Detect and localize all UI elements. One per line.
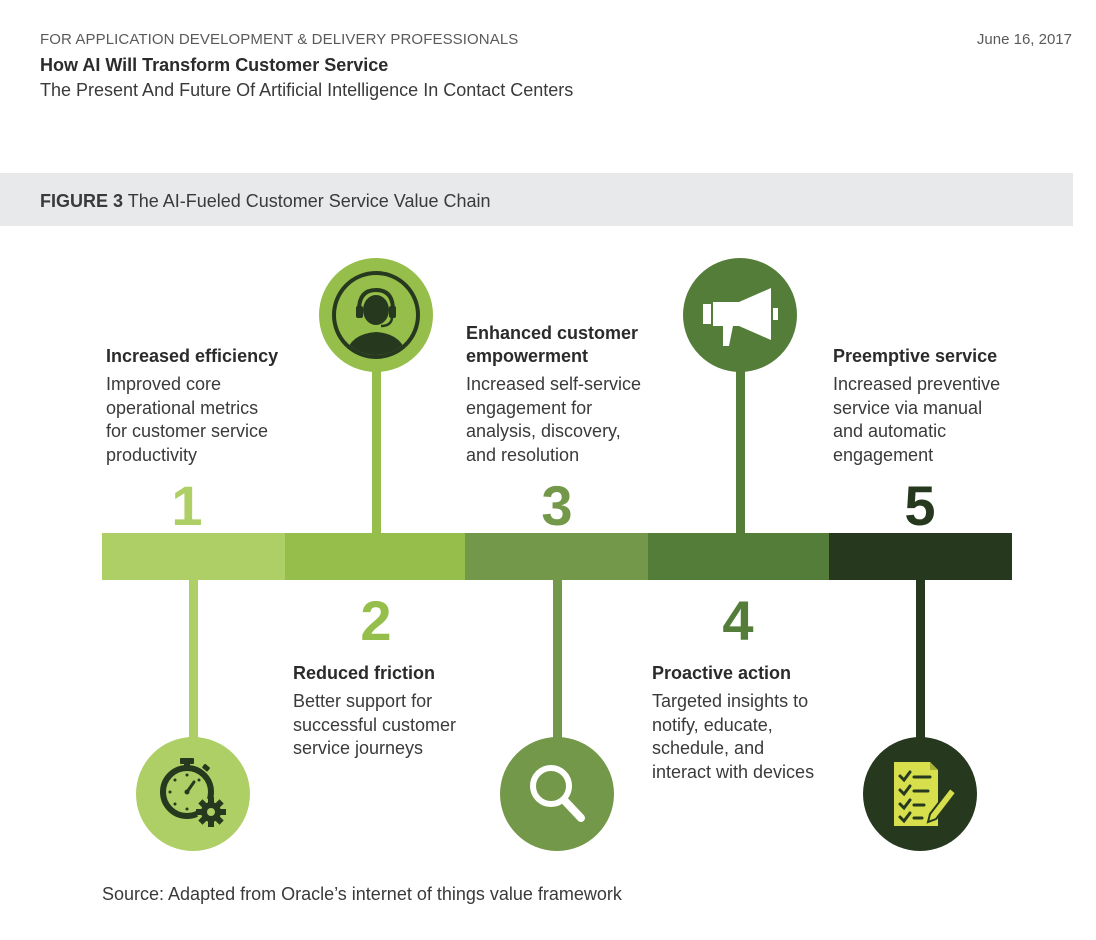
desc-line: engagement for — [466, 397, 593, 418]
desc-line: schedule, and — [652, 738, 765, 758]
stopwatch-gear-icon — [160, 758, 226, 827]
stage-5-text: Preemptive service Increased preventive … — [833, 345, 1033, 467]
stage-2-text: Reduced friction Better support for succ… — [293, 662, 493, 761]
desc-line: Improved core — [106, 374, 222, 394]
stem-3 — [553, 578, 562, 748]
timeline-segment-2 — [285, 533, 465, 580]
stage-4-circle — [683, 258, 797, 372]
stage-3-circle — [500, 737, 614, 851]
stem-1 — [189, 578, 198, 748]
desc-line: Better support for — [293, 691, 433, 711]
report-date: June 16, 2017 — [976, 31, 1072, 48]
stage-3-title: Enhanced customer empowerment — [466, 322, 666, 368]
desc-line: Increased preventive — [833, 374, 1001, 394]
stage-2-circle — [319, 258, 433, 372]
report-subtitle: The Present And Future Of Artificial Int… — [40, 80, 574, 100]
headset-agent-icon — [332, 271, 420, 359]
stage-5-circle — [863, 737, 977, 851]
desc-line: service journeys — [293, 738, 424, 758]
report-title: How AI Will Transform Customer Service — [40, 55, 389, 75]
stage-5-title: Preemptive service — [833, 346, 998, 366]
stage-3-number: 3 — [541, 474, 573, 537]
megaphone-icon — [703, 288, 778, 346]
stage-4-description: Targeted insights to notify, educate, sc… — [652, 690, 852, 784]
stem-2 — [372, 360, 381, 535]
figure-caption: FIGURE 3 The AI-Fueled Customer Service … — [40, 191, 491, 212]
stage-1-circle — [136, 737, 250, 851]
desc-line: operational metrics — [106, 397, 259, 418]
desc-line: for customer service — [106, 421, 269, 441]
title-line: Enhanced customer — [466, 323, 639, 343]
stage-4-text: Proactive action Targeted insights to no… — [652, 662, 852, 784]
desc-line: engagement — [833, 444, 934, 465]
stage-3-description: Increased self-service engagement for an… — [466, 373, 666, 467]
stage-5-number: 5 — [904, 474, 936, 537]
title-line: empowerment — [466, 346, 589, 366]
stage-1-number: 1 — [171, 474, 203, 537]
desc-line: successful customer — [293, 714, 457, 735]
desc-line: notify, educate, — [652, 714, 773, 735]
timeline-segment-3 — [465, 533, 648, 580]
desc-line: interact with devices — [652, 761, 815, 782]
desc-line: Increased self-service — [466, 374, 642, 394]
timeline-segment-4 — [648, 533, 829, 580]
desc-line: service via manual — [833, 397, 983, 418]
checklist-icon — [894, 762, 958, 826]
figure-header-bar — [0, 173, 1073, 226]
figure-label: FIGURE 3 — [40, 191, 124, 211]
report-overline: FOR APPLICATION DEVELOPMENT & DELIVERY P… — [40, 31, 519, 48]
stage-5-description: Increased preventive service via manual … — [833, 373, 1033, 467]
stem-5 — [916, 578, 925, 748]
stage-1-text: Increased efficiency Improved core opera… — [106, 345, 306, 467]
stage-1-title: Increased efficiency — [106, 346, 279, 366]
figure-title: The AI-Fueled Customer Service Value Cha… — [127, 191, 491, 211]
timeline-segment-5 — [829, 533, 1012, 580]
desc-line: analysis, discovery, — [466, 421, 621, 441]
stage-3-text: Enhanced customer empowerment Increased … — [466, 322, 666, 467]
stage-2-number: 2 — [360, 589, 392, 652]
desc-line: productivity — [106, 444, 198, 465]
stage-2-description: Better support for successful customer s… — [293, 690, 493, 761]
stage-2-title: Reduced friction — [293, 663, 436, 683]
desc-line: and resolution — [466, 444, 580, 465]
desc-line: Targeted insights to — [652, 691, 809, 711]
figure-source: Source: Adapted from Oracle’s internet o… — [102, 884, 622, 904]
timeline-segment-1 — [102, 533, 285, 580]
desc-line: and automatic — [833, 421, 947, 441]
stage-4-number: 4 — [722, 589, 754, 652]
stage-1-description: Improved core operational metrics for cu… — [106, 373, 306, 467]
magnifier-icon — [530, 765, 585, 822]
stage-4-title: Proactive action — [652, 663, 792, 683]
stem-4 — [736, 360, 745, 535]
